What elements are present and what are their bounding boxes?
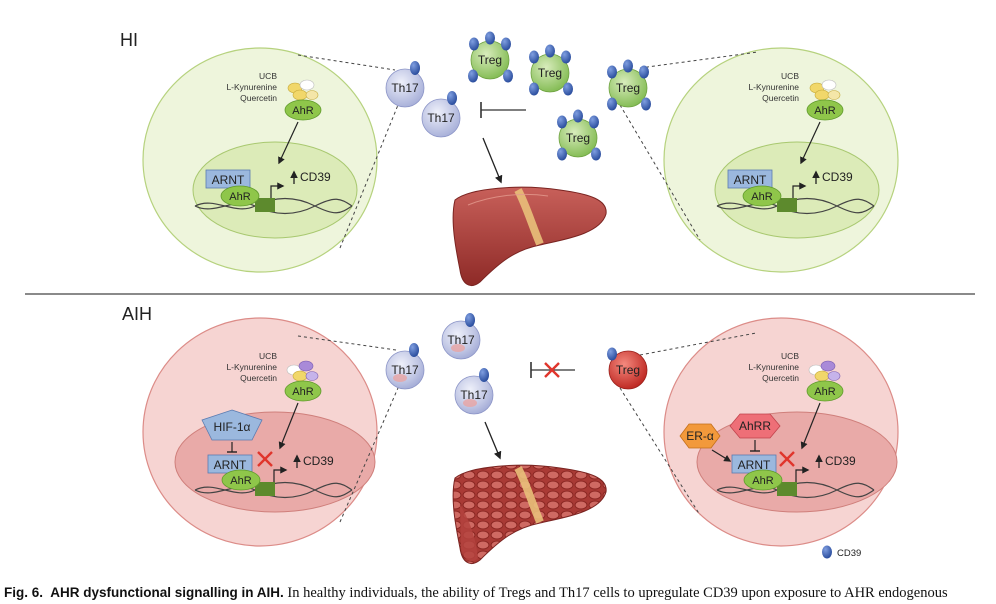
cd39-legend-icon (822, 545, 832, 559)
caption-title: AHR dysfunctional signalling in AIH. (50, 585, 284, 600)
th17-cell: Th17 (441, 313, 481, 360)
ahrr-label: AhRR (739, 419, 771, 433)
ligand-ucb-right: UCB (781, 71, 799, 81)
ahr-nuclear-label: AhR (229, 191, 250, 203)
treg-label: Treg (566, 131, 590, 145)
healthy-liver-icon (452, 186, 607, 286)
th17-label: Th17 (460, 388, 488, 402)
hif1a-label: HIF-1α (214, 420, 251, 434)
ahr-nuclear-label: AhR (230, 475, 251, 487)
er-alpha-hexagon (679, 423, 721, 449)
treg-cell: Treg (607, 59, 651, 111)
hi-right-nucleus (714, 141, 880, 239)
legend: CD39 (822, 545, 861, 559)
treg-cell: Treg (557, 109, 601, 161)
caption-label: Fig. 6. (4, 585, 44, 600)
treg-label: Treg (616, 363, 640, 377)
aih-left-cell: UCB L-Kynurenine Quercetin AhR HIF-1α AR… (142, 317, 378, 547)
ahr-nucleus (220, 185, 260, 207)
hi-right-cell: UCB L-Kynurenine Quercetin AhR ARNT AhR … (663, 47, 899, 273)
figure-caption: Fig. 6. AHR dysfunctional signalling in … (4, 583, 994, 604)
ahrr-hexagon (729, 413, 781, 439)
cd39-gene-label-right: CD39 (825, 454, 856, 468)
ligand-l-kynurenine-right: L-Kynurenine (748, 362, 799, 372)
aih-ahr-diagram: HI UCB L-Kynurenine Quercetin AhR ARNT (25, 30, 975, 564)
ligand-quercetin: Quercetin (240, 93, 277, 103)
ahr-nuclear-label-right: AhR (752, 475, 773, 487)
cd39-gene-label-right: CD39 (822, 170, 853, 184)
legend-label: CD39 (837, 548, 861, 559)
arnt-label-right: ARNT (734, 173, 767, 187)
ahr-label: AhR (292, 105, 313, 117)
arnt-label: ARNT (212, 173, 245, 187)
ahr-cytoplasm (284, 99, 322, 121)
cd39-gene-label: CD39 (300, 170, 331, 184)
hi-left-nucleus (192, 141, 358, 239)
treg-label: Treg (478, 53, 502, 67)
arnt-label: ARNT (214, 458, 247, 472)
ligand-quercetin: Quercetin (240, 373, 277, 383)
blocked-inhibition-icon (530, 362, 575, 378)
aih-panel: AIH UCB L-Kynurenine Quercetin AhR HIF-1… (122, 304, 899, 564)
th17-label: Th17 (391, 363, 419, 377)
ligand-l-kynurenine: L-Kynurenine (226, 82, 277, 92)
hif1a-pentagon (201, 409, 263, 441)
ligand-ucb: UCB (259, 71, 277, 81)
diseased-liver-icon (452, 464, 607, 564)
ligand-l-kynurenine-right: L-Kynurenine (748, 82, 799, 92)
hi-panel: HI UCB L-Kynurenine Quercetin AhR ARNT (120, 30, 899, 286)
ahr-label: AhR (292, 386, 313, 398)
th17-cell: Th17 (385, 343, 425, 390)
ligand-l-kynurenine: L-Kynurenine (226, 362, 277, 372)
th17-label: Th17 (391, 81, 419, 95)
caption-text: In healthy individuals, the ability of T… (287, 585, 948, 601)
ahr-label-right: AhR (814, 105, 835, 117)
hi-title: HI (120, 30, 138, 50)
ligand-ucb-right: UCB (781, 351, 799, 361)
treg-cell: Treg (468, 31, 513, 83)
ligand-cluster-icon (287, 79, 319, 101)
hi-left-cell: UCB L-Kynurenine Quercetin AhR ARNT AhR … (142, 47, 378, 273)
aih-title: AIH (122, 304, 152, 324)
er-alpha-label: ER-α (686, 429, 714, 443)
aih-right-cell: UCB L-Kynurenine Quercetin AhR AhRR ER-α (663, 317, 899, 547)
blocked-x-icon (257, 451, 273, 467)
treg-label: Treg (538, 66, 562, 80)
treg-cell: Treg (529, 44, 573, 96)
th17-cell: Th17 (454, 368, 494, 415)
ahr-label-right: AhR (814, 386, 835, 398)
ahr-nuclear-label-right: AhR (751, 191, 772, 203)
ligand-quercetin-right: Quercetin (762, 373, 799, 383)
th17-label: Th17 (447, 333, 475, 347)
ligand-cluster-icon (808, 360, 841, 382)
ligand-quercetin-right: Quercetin (762, 93, 799, 103)
th17-cell: Th17 (421, 91, 461, 138)
ligand-cluster-icon (286, 360, 319, 382)
treg-label: Treg (616, 81, 640, 95)
promoter-block (255, 198, 275, 212)
th17-cell: Th17 (385, 61, 425, 108)
th17-label: Th17 (427, 111, 455, 125)
arnt-label-right: ARNT (738, 458, 771, 472)
cd39-gene-label: CD39 (303, 454, 334, 468)
ligand-ucb: UCB (259, 351, 277, 361)
blocked-x-icon (779, 451, 795, 467)
treg-cell: Treg (607, 347, 648, 390)
ligand-cluster-icon (809, 79, 841, 101)
